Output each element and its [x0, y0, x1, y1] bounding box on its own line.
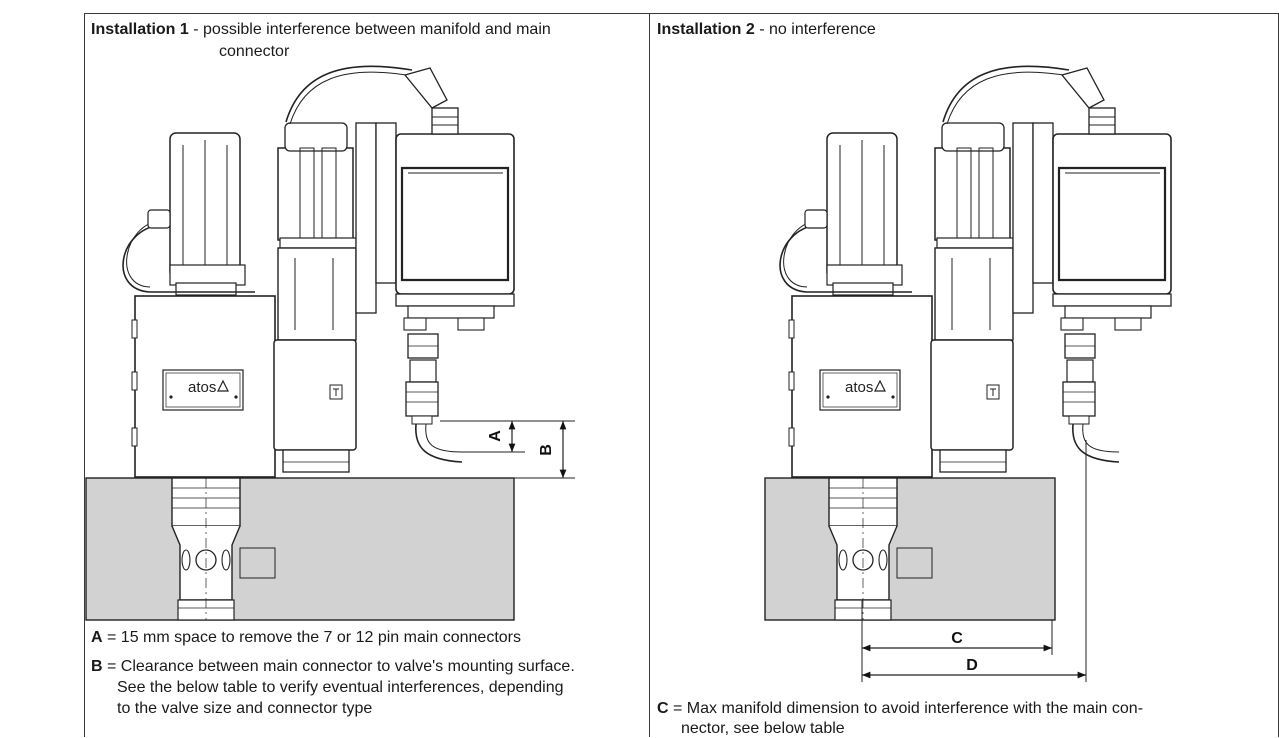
- dimension-a-label: A: [487, 430, 504, 442]
- legend-b-cont-2: to the valve size and connector type: [117, 700, 373, 717]
- installation-1-title: Installation 1 - possible interference b…: [91, 21, 551, 38]
- dimension-c-label: C: [951, 630, 963, 647]
- legend-c-cont: nector, see below table: [681, 720, 845, 737]
- dimension-d-label: D: [966, 657, 978, 674]
- installation-1-drawing: A B: [85, 65, 575, 622]
- legend-b-cont-1: See the below table to verify eventual i…: [117, 679, 564, 696]
- installation-2-title: Installation 2 - no interference: [657, 21, 876, 38]
- installation-1-title-line2: connector: [219, 43, 290, 60]
- legend-a: A = 15 mm space to remove the 7 or 12 pi…: [91, 629, 521, 646]
- dimension-b-label: B: [538, 444, 555, 456]
- legend-c: C = Max manifold dimension to avoid inte…: [657, 700, 1144, 717]
- installation-1-panel: [84, 13, 650, 737]
- legend-b: B = Clearance between main connector to …: [91, 658, 575, 675]
- installation-2-drawing: C D: [764, 65, 1173, 682]
